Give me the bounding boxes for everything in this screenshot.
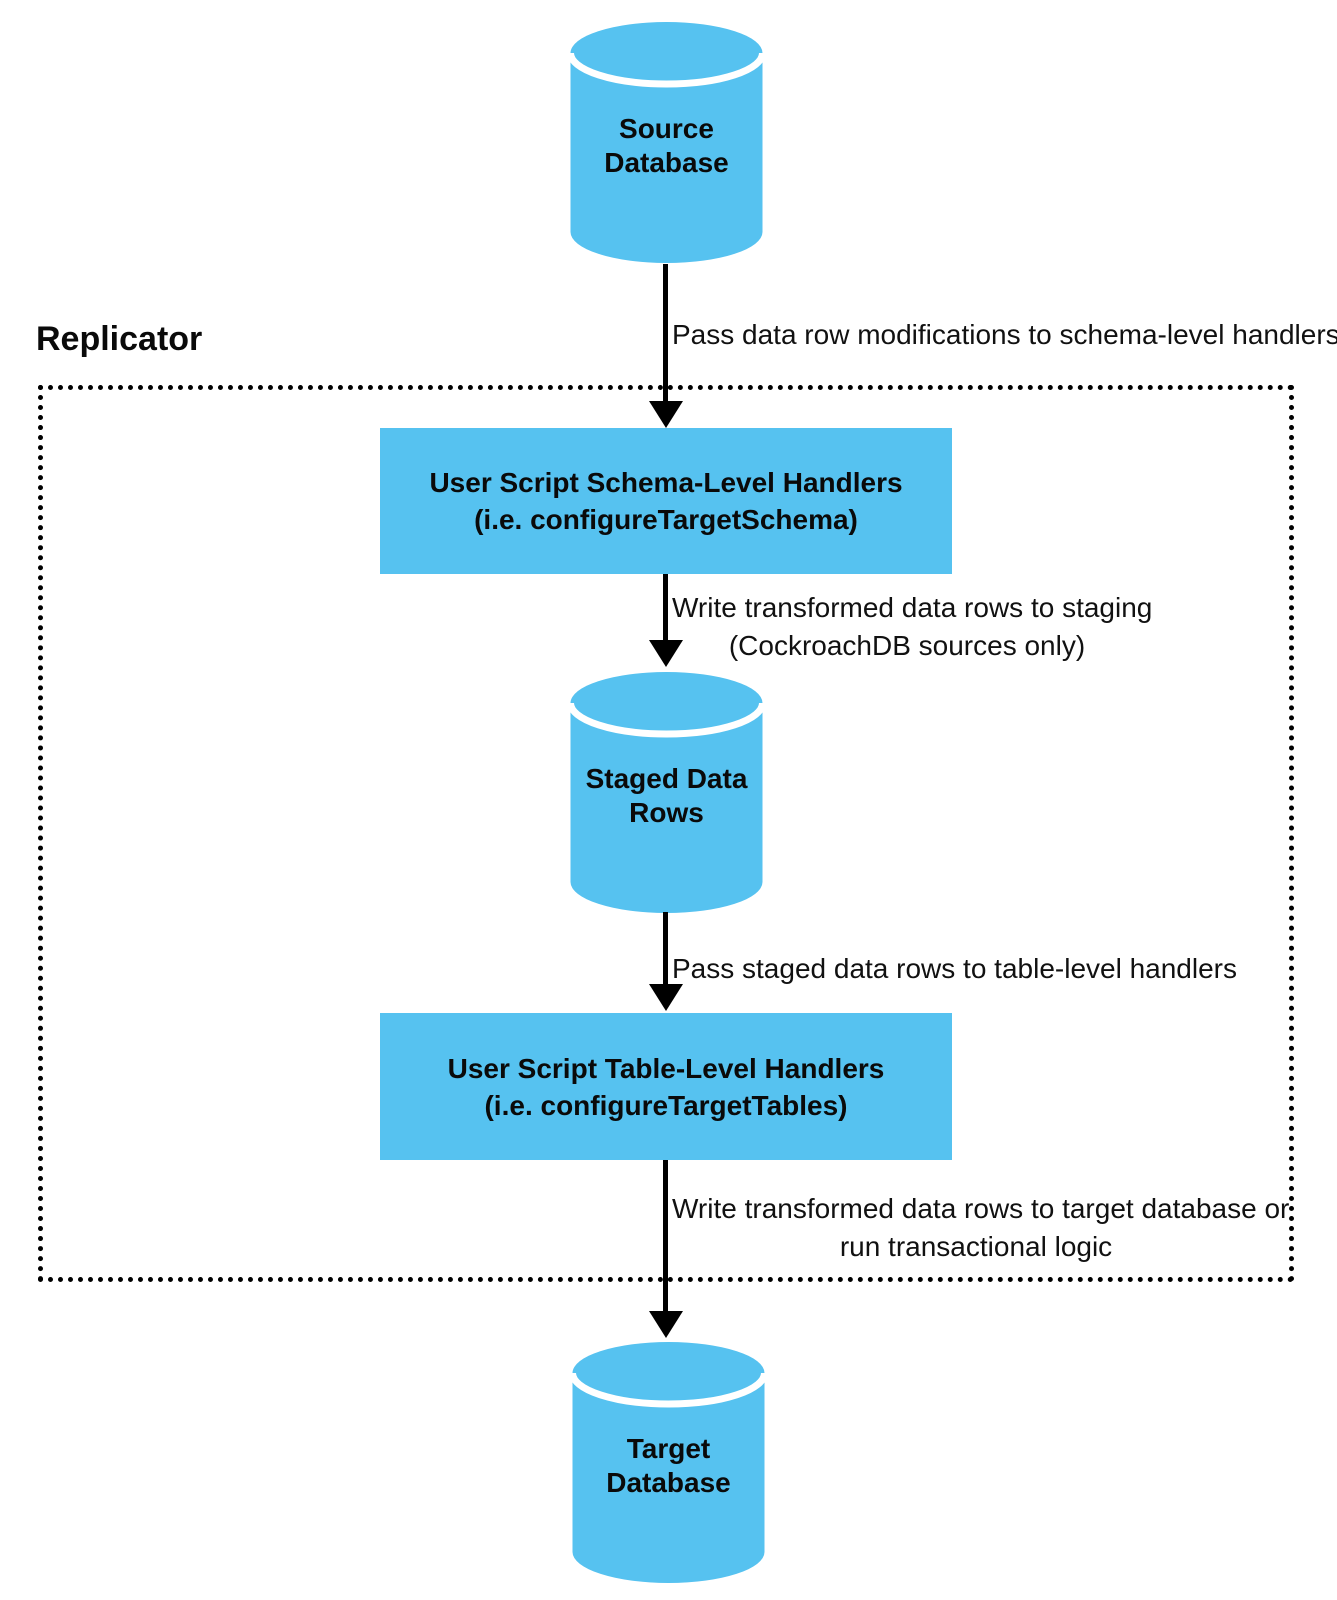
arrow-table-to-target-shaft	[663, 1160, 668, 1312]
arrow-table-to-target-arrowhead-icon	[649, 1311, 683, 1338]
database-cylinder-icon	[570, 672, 763, 913]
arrow-staged-to-table-arrowhead-icon	[649, 984, 683, 1011]
node-label-line: User Script Schema-Level Handlers	[429, 467, 903, 498]
node-label-line: User Script Table-Level Handlers	[447, 1052, 885, 1084]
node-table-level-handlers: User Script Table-Level Handlers (i.e. c…	[380, 1013, 952, 1160]
edge-label-source-to-schema: Pass data row modifications to schema-le…	[672, 319, 1337, 350]
node-label: Staged Data Rows	[570, 672, 763, 913]
database-cylinder-icon	[570, 22, 763, 263]
edge-label-table-to-target: Write transformed data rows to target da…	[672, 1193, 1290, 1262]
database-cylinder-icon	[572, 1342, 765, 1583]
node-label: Source Database	[570, 22, 763, 263]
arrow-schema-to-staged-arrowhead-icon	[649, 640, 683, 667]
node-label: Target Database	[572, 1342, 765, 1583]
edge-label-staged-to-table: Pass staged data rows to table-level han…	[672, 953, 1237, 984]
node-label-line: Staged Data	[585, 762, 748, 794]
node-staged-data-rows: Staged Data Rows	[570, 672, 763, 913]
node-label-line: Database	[606, 1466, 731, 1498]
edge-label-schema-to-staged: Write transformed data rows to staging (…	[672, 592, 1153, 661]
node-target-database: Target Database	[572, 1342, 765, 1583]
arrow-source-to-schema-shaft	[663, 264, 668, 402]
node-label-line: (i.e. configureTargetTables)	[484, 1089, 848, 1121]
node-source-database: Source Database	[570, 22, 763, 263]
replicator-label: Replicator	[36, 320, 203, 358]
arrow-schema-to-staged-shaft	[663, 574, 668, 641]
node-label-line: Source	[619, 112, 714, 144]
node-label-line: Database	[604, 146, 729, 178]
node-label-line: (i.e. configureTargetSchema)	[474, 504, 858, 535]
node-label-line: Rows	[629, 796, 704, 828]
arrow-staged-to-table-shaft	[663, 912, 668, 985]
node-label-line: Target	[626, 1432, 711, 1464]
arrow-source-to-schema-arrowhead-icon	[649, 401, 683, 428]
node-schema-level-handlers: User Script Schema-Level Handlers (i.e. …	[380, 428, 952, 574]
